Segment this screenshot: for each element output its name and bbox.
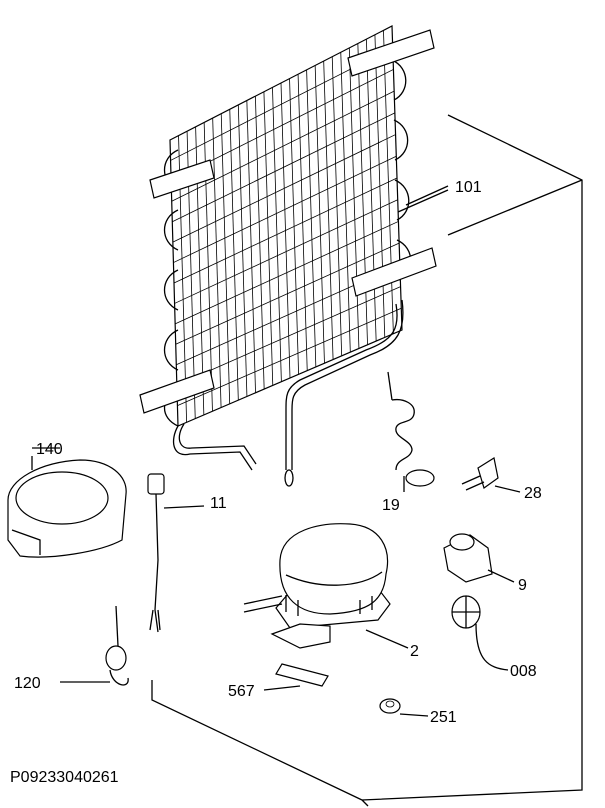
thermal-protector	[451, 595, 481, 629]
callout-120: 120	[14, 675, 41, 692]
thermostat-coil	[387, 371, 435, 487]
callout-251: 251	[430, 709, 457, 726]
callout-101: 101	[455, 179, 482, 196]
cabinet-outline	[151, 114, 583, 807]
callout-2: 2	[410, 643, 419, 660]
compressor	[243, 523, 391, 649]
callout-008: 008	[510, 663, 537, 680]
clip-part	[461, 457, 499, 491]
compressor-tray	[7, 459, 127, 558]
callout-567: 567	[228, 683, 255, 700]
drier-filter	[105, 605, 129, 686]
callout-11: 11	[210, 495, 227, 512]
leader-lines	[31, 185, 521, 717]
callout-labels: 101 140 11 19 28 9 2 008 120 567 251 P09…	[10, 179, 542, 786]
power-connector	[147, 473, 165, 633]
condenser	[139, 25, 449, 487]
start-relay	[443, 533, 493, 583]
callout-140: 140	[36, 441, 63, 458]
drawing-code: P09233040261	[10, 769, 119, 786]
callout-9: 9	[518, 577, 527, 594]
grommet	[379, 698, 401, 714]
callout-28: 28	[524, 485, 542, 502]
mounting-plate	[275, 663, 329, 687]
callout-19: 19	[382, 497, 400, 514]
